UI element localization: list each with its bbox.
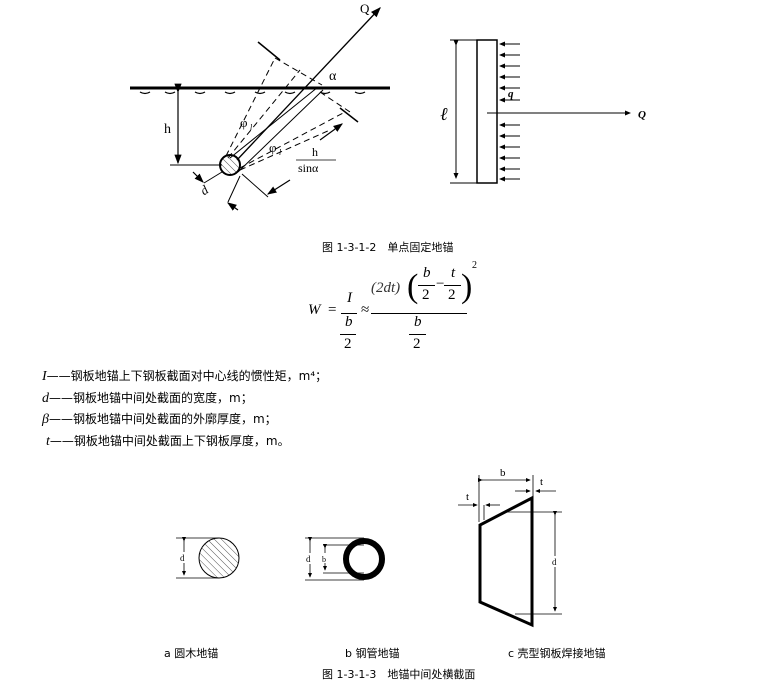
force-Q-arrow bbox=[236, 7, 381, 161]
label-phi-2: φ bbox=[269, 140, 277, 155]
label-alpha: α bbox=[329, 69, 337, 84]
svg-text:l: l bbox=[250, 123, 253, 132]
section-shell-steel-plate: b t t d bbox=[458, 467, 562, 628]
svg-text:sinα: sinα bbox=[298, 161, 319, 175]
distributed-load-arrows bbox=[499, 41, 520, 182]
svg-text:d: d bbox=[552, 557, 557, 567]
svg-text:b: b bbox=[322, 555, 326, 564]
failure-cone-lines bbox=[225, 57, 351, 171]
plate-anchor-load-diagram: ℓ q Q bbox=[440, 39, 646, 184]
section-modulus-formula: W = I b 2 ≈ (2dt) ( b 2 − t 2 ) 2 b 2 bbox=[308, 260, 477, 352]
subcaption-c: c 壳型钢板焊接地锚 bbox=[508, 647, 606, 660]
subcaption-a: a 圆木地锚 bbox=[164, 647, 219, 660]
section-steel-pipe: d b bbox=[305, 537, 385, 581]
svg-text:d: d bbox=[180, 553, 185, 563]
label-Q: Q bbox=[360, 1, 370, 16]
definition-beta: β——钢板地锚中间处截面的外廓厚度，m； bbox=[42, 412, 277, 427]
section-round-log: d bbox=[176, 537, 240, 579]
label-h-over-sin: h bbox=[312, 145, 318, 159]
svg-text:t: t bbox=[466, 491, 469, 503]
label-h: h bbox=[164, 122, 171, 137]
label-phi-1: φ bbox=[240, 115, 248, 130]
label-Q-right: Q bbox=[638, 109, 646, 121]
label-q: q bbox=[508, 88, 514, 100]
figure-2-caption: 图 1-3-1-3 地锚中间处横截面 bbox=[322, 668, 476, 681]
svg-text:d: d bbox=[306, 554, 311, 564]
definition-d: d——钢板地锚中间处截面的宽度，m； bbox=[42, 391, 253, 406]
label-ell: ℓ bbox=[440, 104, 448, 124]
label-d: d bbox=[197, 182, 211, 198]
svg-text:b: b bbox=[500, 467, 506, 479]
svg-text:t: t bbox=[540, 476, 543, 488]
figure-1-caption: 图 1-3-1-2 单点固定地锚 bbox=[322, 241, 454, 254]
inclined-anchor-diagram: Q α h φ l φ l d h sinα bbox=[130, 1, 390, 211]
anchor-plate bbox=[476, 39, 498, 184]
ground-hatch bbox=[139, 91, 366, 95]
subcaption-b: b 钢管地锚 bbox=[345, 647, 400, 660]
definition-t: t——钢板地锚中间处截面上下钢板厚度，m。 bbox=[46, 434, 290, 449]
svg-text:l: l bbox=[279, 148, 282, 157]
definition-I: I——钢板地锚上下钢板截面对中心线的惯性矩，m⁴； bbox=[42, 369, 328, 384]
anchor-log-circle bbox=[219, 154, 241, 176]
